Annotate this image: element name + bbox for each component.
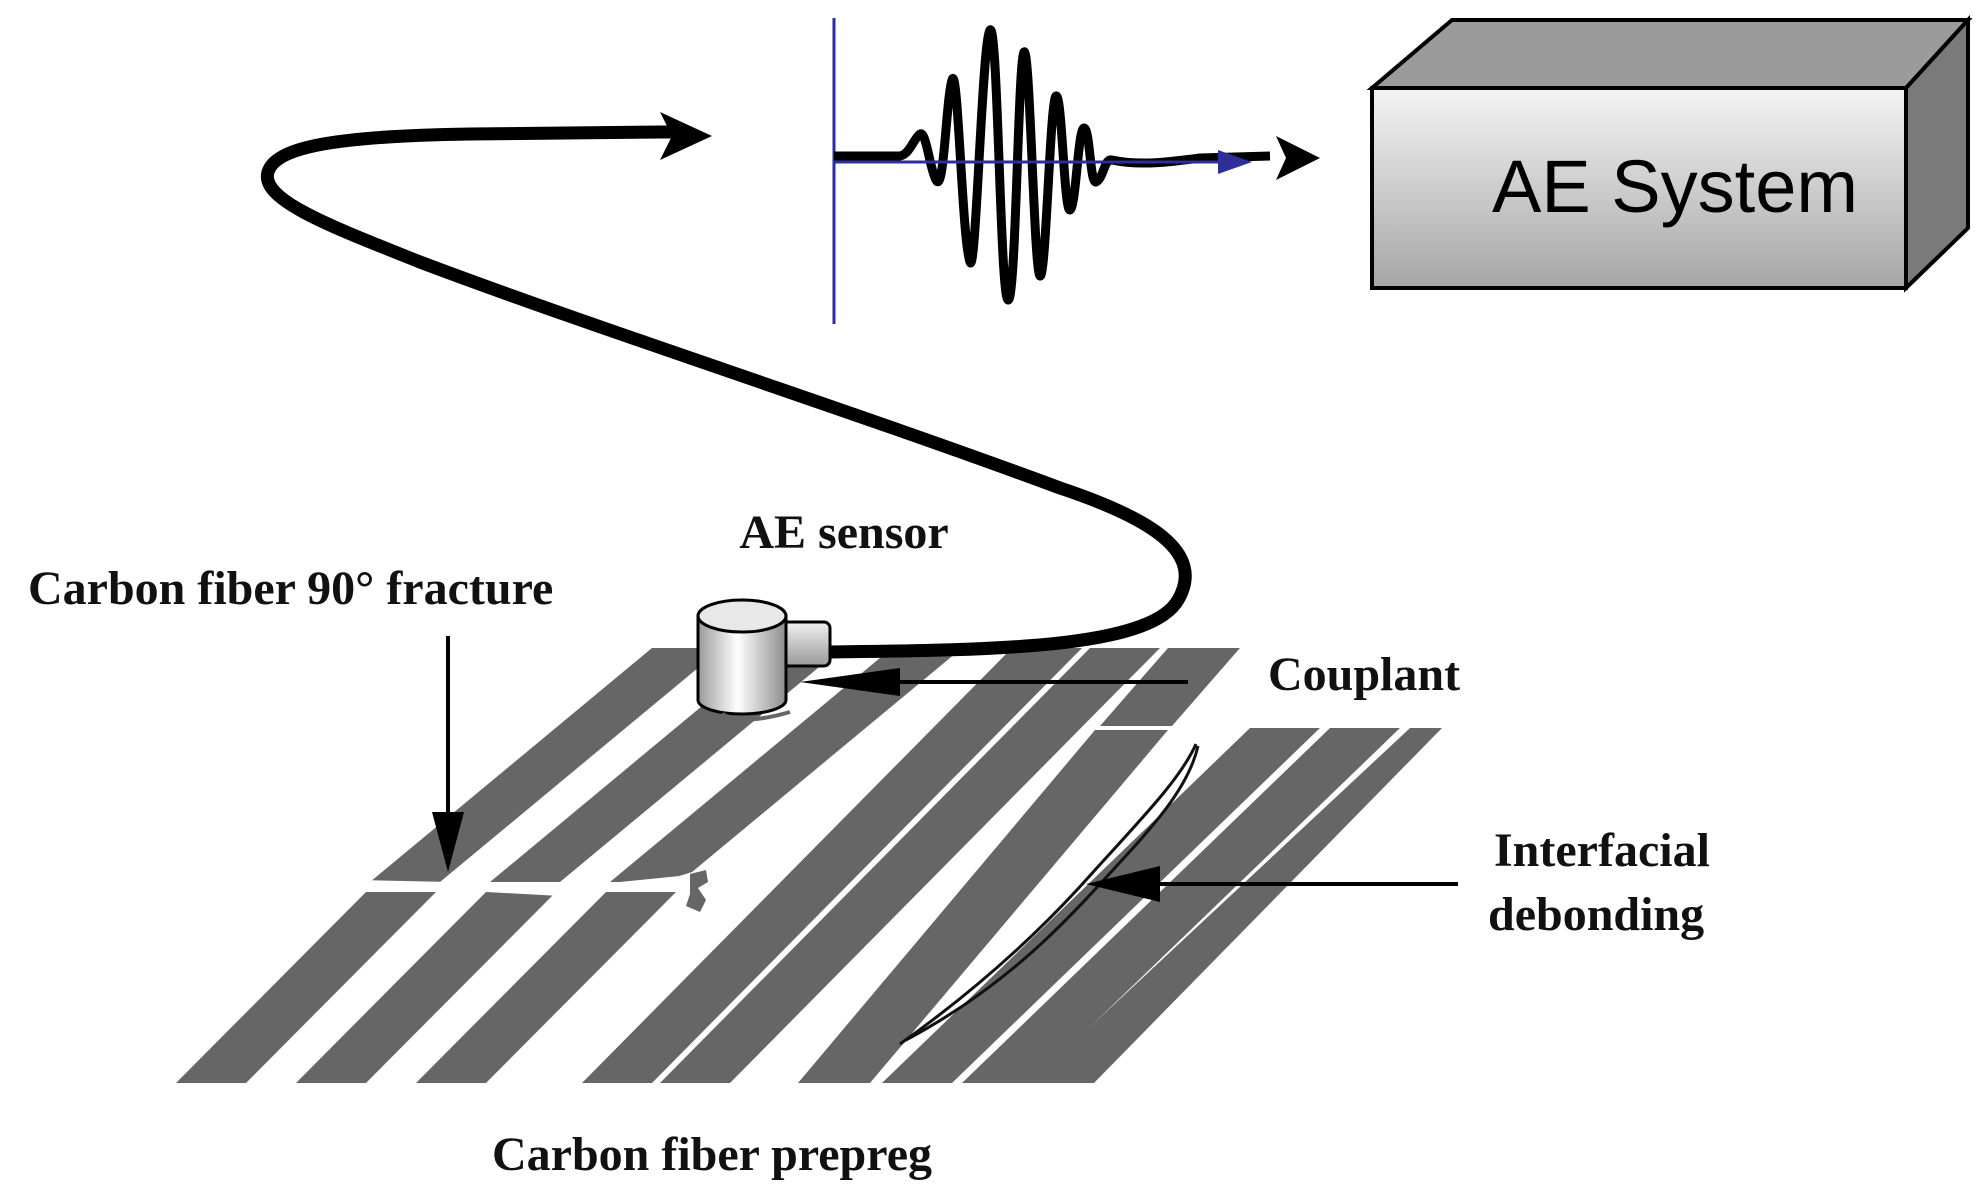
fiber-strip	[798, 730, 1168, 1083]
ae-system-box: AE System	[1366, 14, 1973, 293]
sensor-top	[696, 598, 788, 634]
fiber-strip	[882, 728, 1320, 1083]
pointer-arrows	[432, 636, 1458, 902]
debonding-label-line1: Interfacial	[1494, 824, 1710, 877]
ae-waveform	[832, 18, 1320, 324]
sensor-cable	[260, 125, 1192, 659]
fiber-strip	[582, 648, 1082, 1083]
fracture-gap	[359, 868, 708, 897]
ae-sensor	[696, 598, 832, 722]
carbon-fiber-prepreg	[176, 648, 1442, 1083]
cable-arrowhead	[660, 112, 712, 160]
debonding-arrowhead	[1086, 866, 1160, 902]
fiber-strip	[1100, 648, 1240, 726]
fracture-detail	[359, 868, 708, 912]
ae-sensor-label: AE sensor	[739, 506, 948, 559]
fiber-strip	[610, 648, 962, 882]
debonding-label-line2: debonding	[1488, 888, 1704, 941]
couplant-label: Couplant	[1268, 648, 1460, 701]
time-axis-arrowhead	[1218, 150, 1252, 174]
fiber-strip	[962, 728, 1400, 1083]
fiber-strip	[416, 892, 676, 1083]
fracture-arrowhead	[432, 812, 464, 872]
fiber-strip	[296, 892, 556, 1083]
fracture-fragment	[686, 870, 708, 912]
couplant-arrowhead	[800, 668, 900, 696]
signal-arrowhead	[1276, 136, 1320, 180]
box-front-face	[1370, 86, 1908, 290]
sensor-body	[696, 614, 788, 716]
fiber-strip	[176, 892, 436, 1083]
fiber-strip	[1030, 728, 1442, 1083]
prepreg-label: Carbon fiber prepreg	[492, 1128, 932, 1181]
fracture-label: Carbon fiber 90° fracture	[28, 562, 553, 615]
waveform-signal	[834, 25, 1271, 305]
box-top-face	[1366, 18, 1973, 90]
fiber-strip	[660, 648, 1160, 1083]
ae-system-label: AE System	[1492, 145, 1858, 228]
sensor-shadow	[720, 710, 791, 722]
